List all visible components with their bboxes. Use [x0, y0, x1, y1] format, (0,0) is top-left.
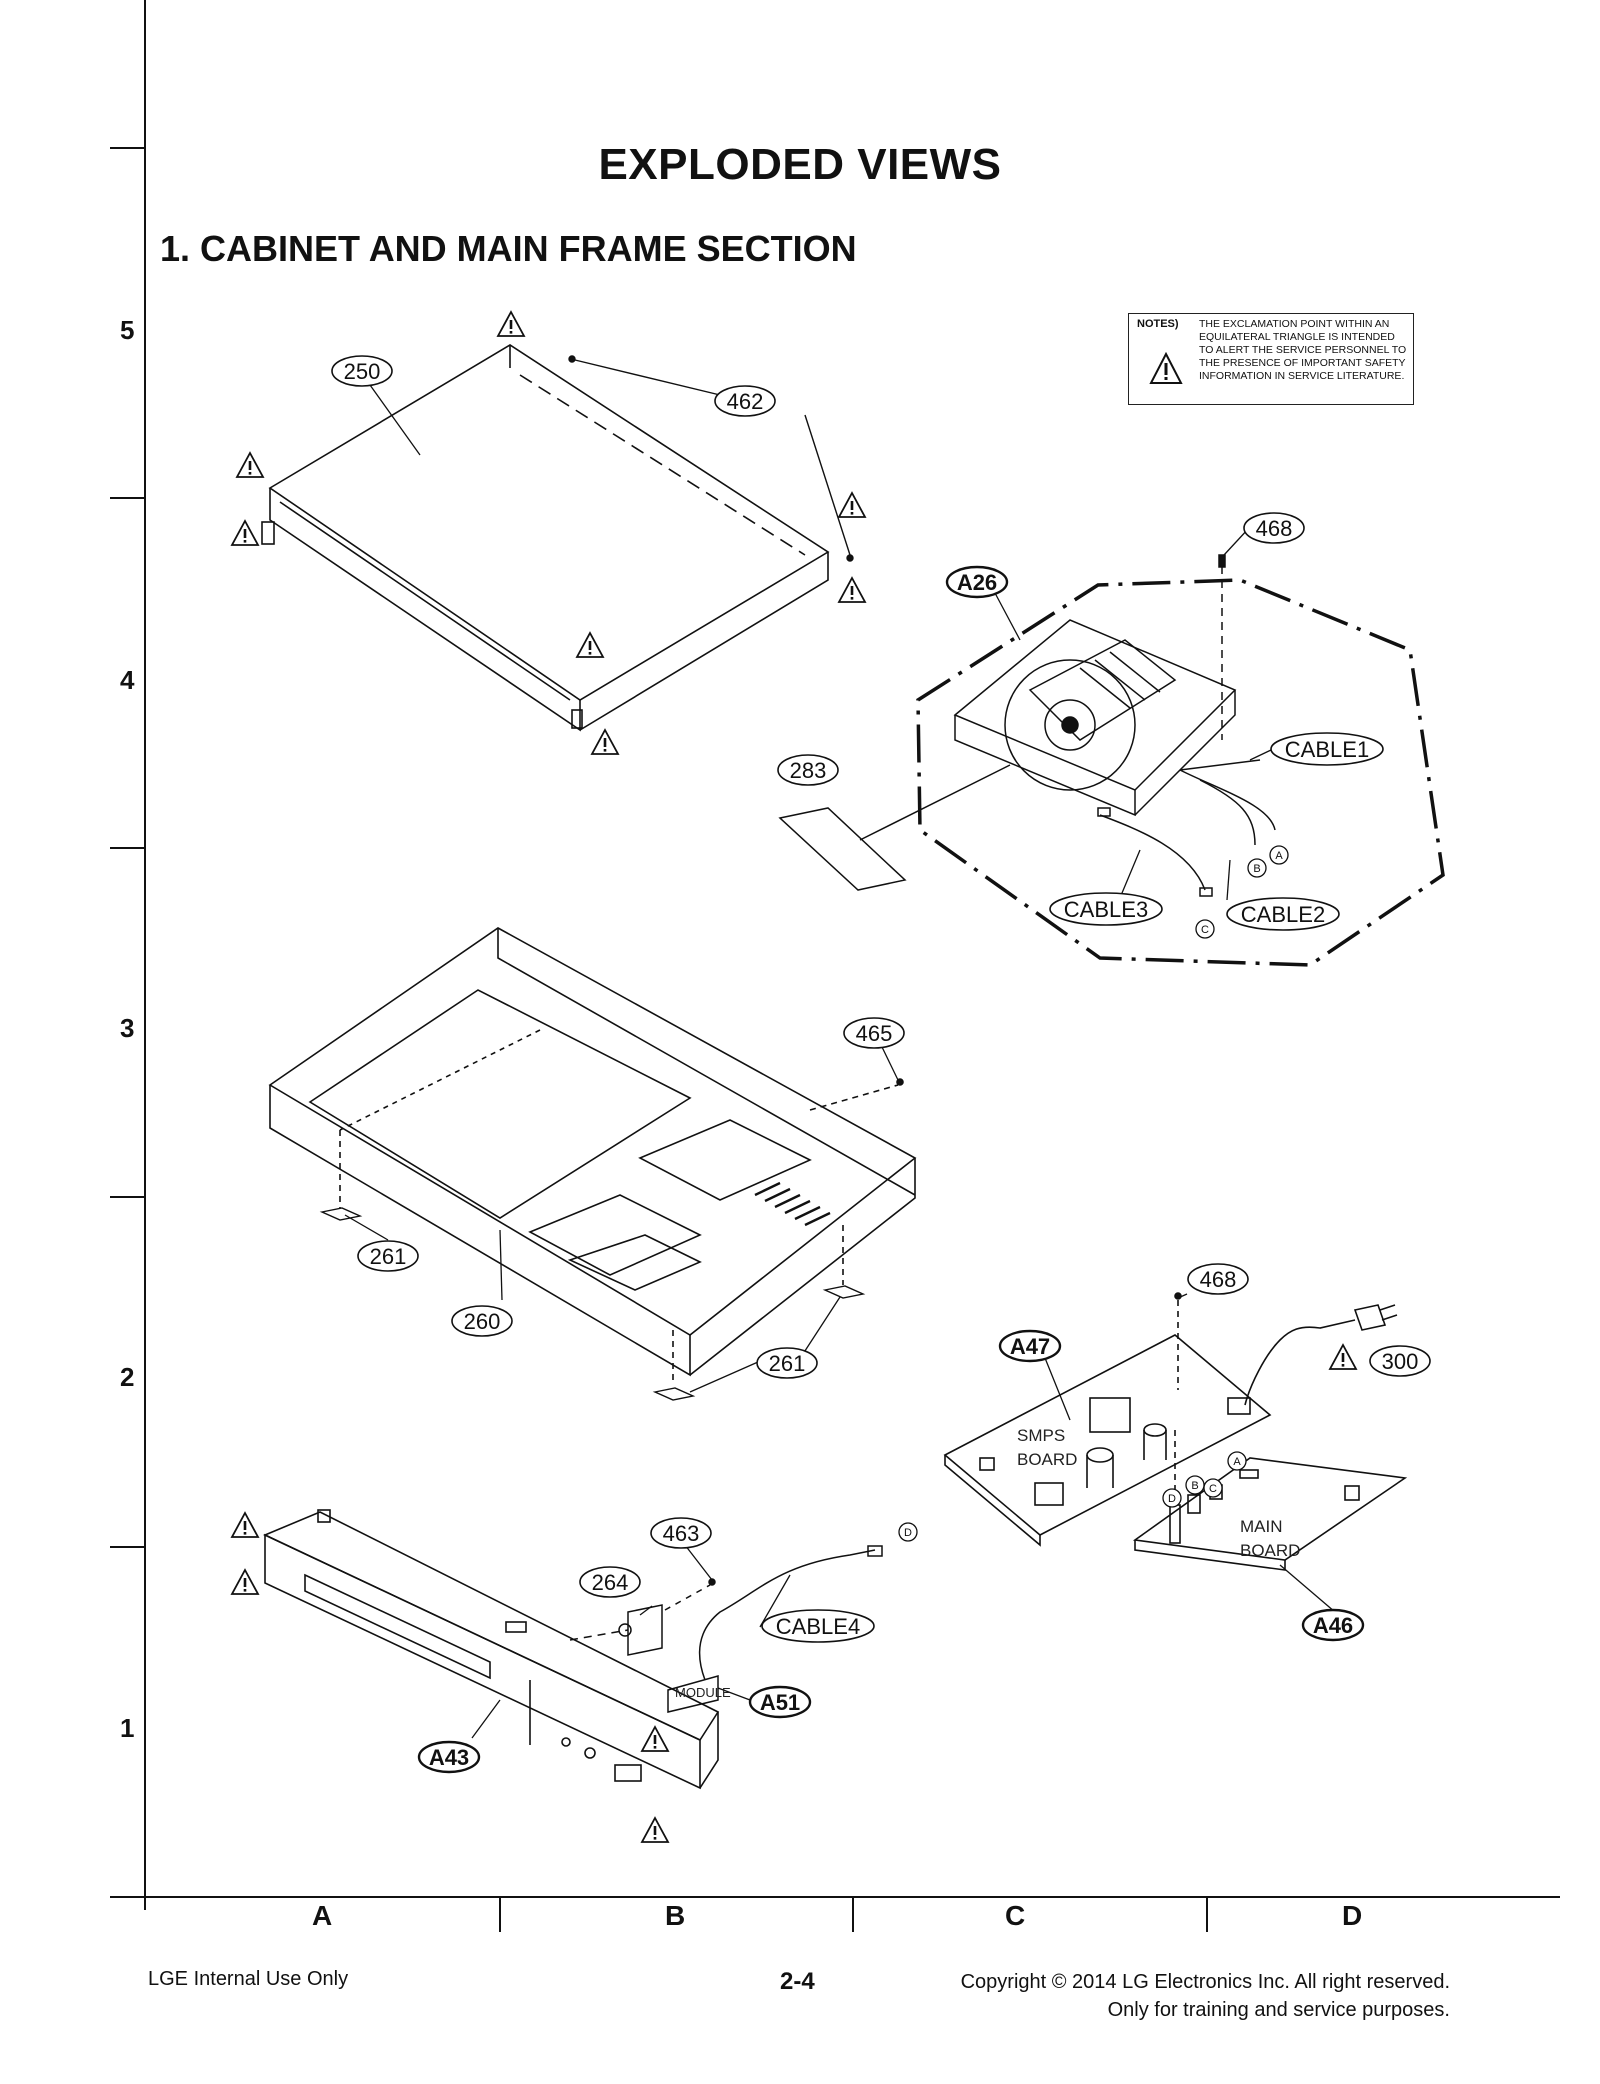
- main-board-label: BOARD: [1240, 1541, 1300, 1560]
- notes-heading: NOTES): [1137, 318, 1179, 330]
- connector-letter-c: C: [1201, 924, 1209, 936]
- callout-a46: A46: [1313, 1613, 1353, 1638]
- module-label: MODULE: [675, 1685, 731, 1700]
- callout-260: 260: [464, 1309, 501, 1334]
- callout-cable1: CABLE1: [1285, 737, 1369, 762]
- callout-cable4: CABLE4: [776, 1614, 860, 1639]
- callout-a26: A26: [957, 570, 997, 595]
- column-label-a: A: [312, 1900, 333, 1931]
- front-panel-a43: [263, 1509, 720, 1790]
- dvd-loader-a26: [916, 554, 1445, 967]
- connector-letter-a: A: [1233, 1456, 1241, 1468]
- screw-462: [568, 355, 854, 562]
- top-cover-250: [261, 344, 830, 732]
- smps-board-label: SMPS: [1017, 1426, 1065, 1445]
- page-title: EXPLODED VIEWS: [598, 140, 1002, 189]
- column-label-d: D: [1342, 1900, 1363, 1931]
- footer-copyright: Copyright © 2014 LG Electronics Inc. All…: [961, 1968, 1450, 2024]
- callout-283: 283: [790, 758, 827, 783]
- connector-letter-c: C: [1209, 1483, 1217, 1495]
- page-frame: [110, 0, 1560, 1932]
- column-label-c: C: [1005, 1900, 1026, 1931]
- smps-board-a47: [943, 1292, 1398, 1547]
- gasket-283: [778, 764, 1011, 891]
- row-label-2: 2: [120, 1362, 135, 1392]
- callout-250: 250: [344, 359, 381, 384]
- connector-letter-a: A: [1275, 850, 1283, 862]
- connector-letter-b: B: [1253, 863, 1260, 875]
- section-title: 1. CABINET AND MAIN FRAME SECTION: [160, 228, 857, 269]
- callout-a47: A47: [1010, 1334, 1050, 1359]
- row-label-3: 3: [120, 1013, 135, 1043]
- warning-triangle-icon: [1149, 352, 1183, 384]
- smps-board-label: BOARD: [1017, 1450, 1077, 1469]
- page-number: 2-4: [780, 1968, 815, 1995]
- row-label-5: 5: [120, 315, 135, 345]
- callout-465: 465: [856, 1021, 893, 1046]
- chassis-260: [268, 927, 917, 1385]
- connector-letter-d: D: [904, 1527, 912, 1539]
- callout-468: 468: [1256, 516, 1293, 541]
- callout-462: 462: [727, 389, 764, 414]
- copyright-line: Only for training and service purposes.: [1107, 1999, 1450, 2021]
- notes-box: NOTES) THE EXCLAMATION POINT WITHIN AN E…: [1128, 313, 1414, 405]
- notes-text: THE EXCLAMATION POINT WITHIN AN EQUILATE…: [1199, 318, 1407, 382]
- connector-letter-d: D: [1168, 1493, 1176, 1505]
- callout-264: 264: [592, 1570, 629, 1595]
- footer-internal-use: LGE Internal Use Only: [148, 1968, 349, 1990]
- callout-cable3: CABLE3: [1064, 897, 1148, 922]
- callout-leaders: [344, 384, 1336, 1739]
- callout-261: 261: [370, 1244, 407, 1269]
- foot-261: [319, 1207, 866, 1401]
- row-label-4: 4: [120, 665, 135, 695]
- callout-a43: A43: [429, 1745, 469, 1770]
- copyright-line: Copyright © 2014 LG Electronics Inc. All…: [960, 1971, 1450, 1993]
- callout-bubbles: [331, 355, 1431, 1643]
- callout-300: 300: [1382, 1349, 1419, 1374]
- callout-bubbles-bold: [417, 565, 1365, 1774]
- connector-letter-markers: [898, 845, 1289, 1542]
- callout-463: 463: [663, 1521, 700, 1546]
- callout-468: 468: [1200, 1267, 1237, 1292]
- column-label-b: B: [665, 1900, 686, 1931]
- callout-a51: A51: [760, 1690, 800, 1715]
- callout-cable2: CABLE2: [1241, 902, 1325, 927]
- callout-261: 261: [769, 1351, 806, 1376]
- main-board-label: MAIN: [1240, 1517, 1283, 1536]
- connector-letter-b: B: [1191, 1480, 1198, 1492]
- row-label-1: 1: [120, 1713, 135, 1743]
